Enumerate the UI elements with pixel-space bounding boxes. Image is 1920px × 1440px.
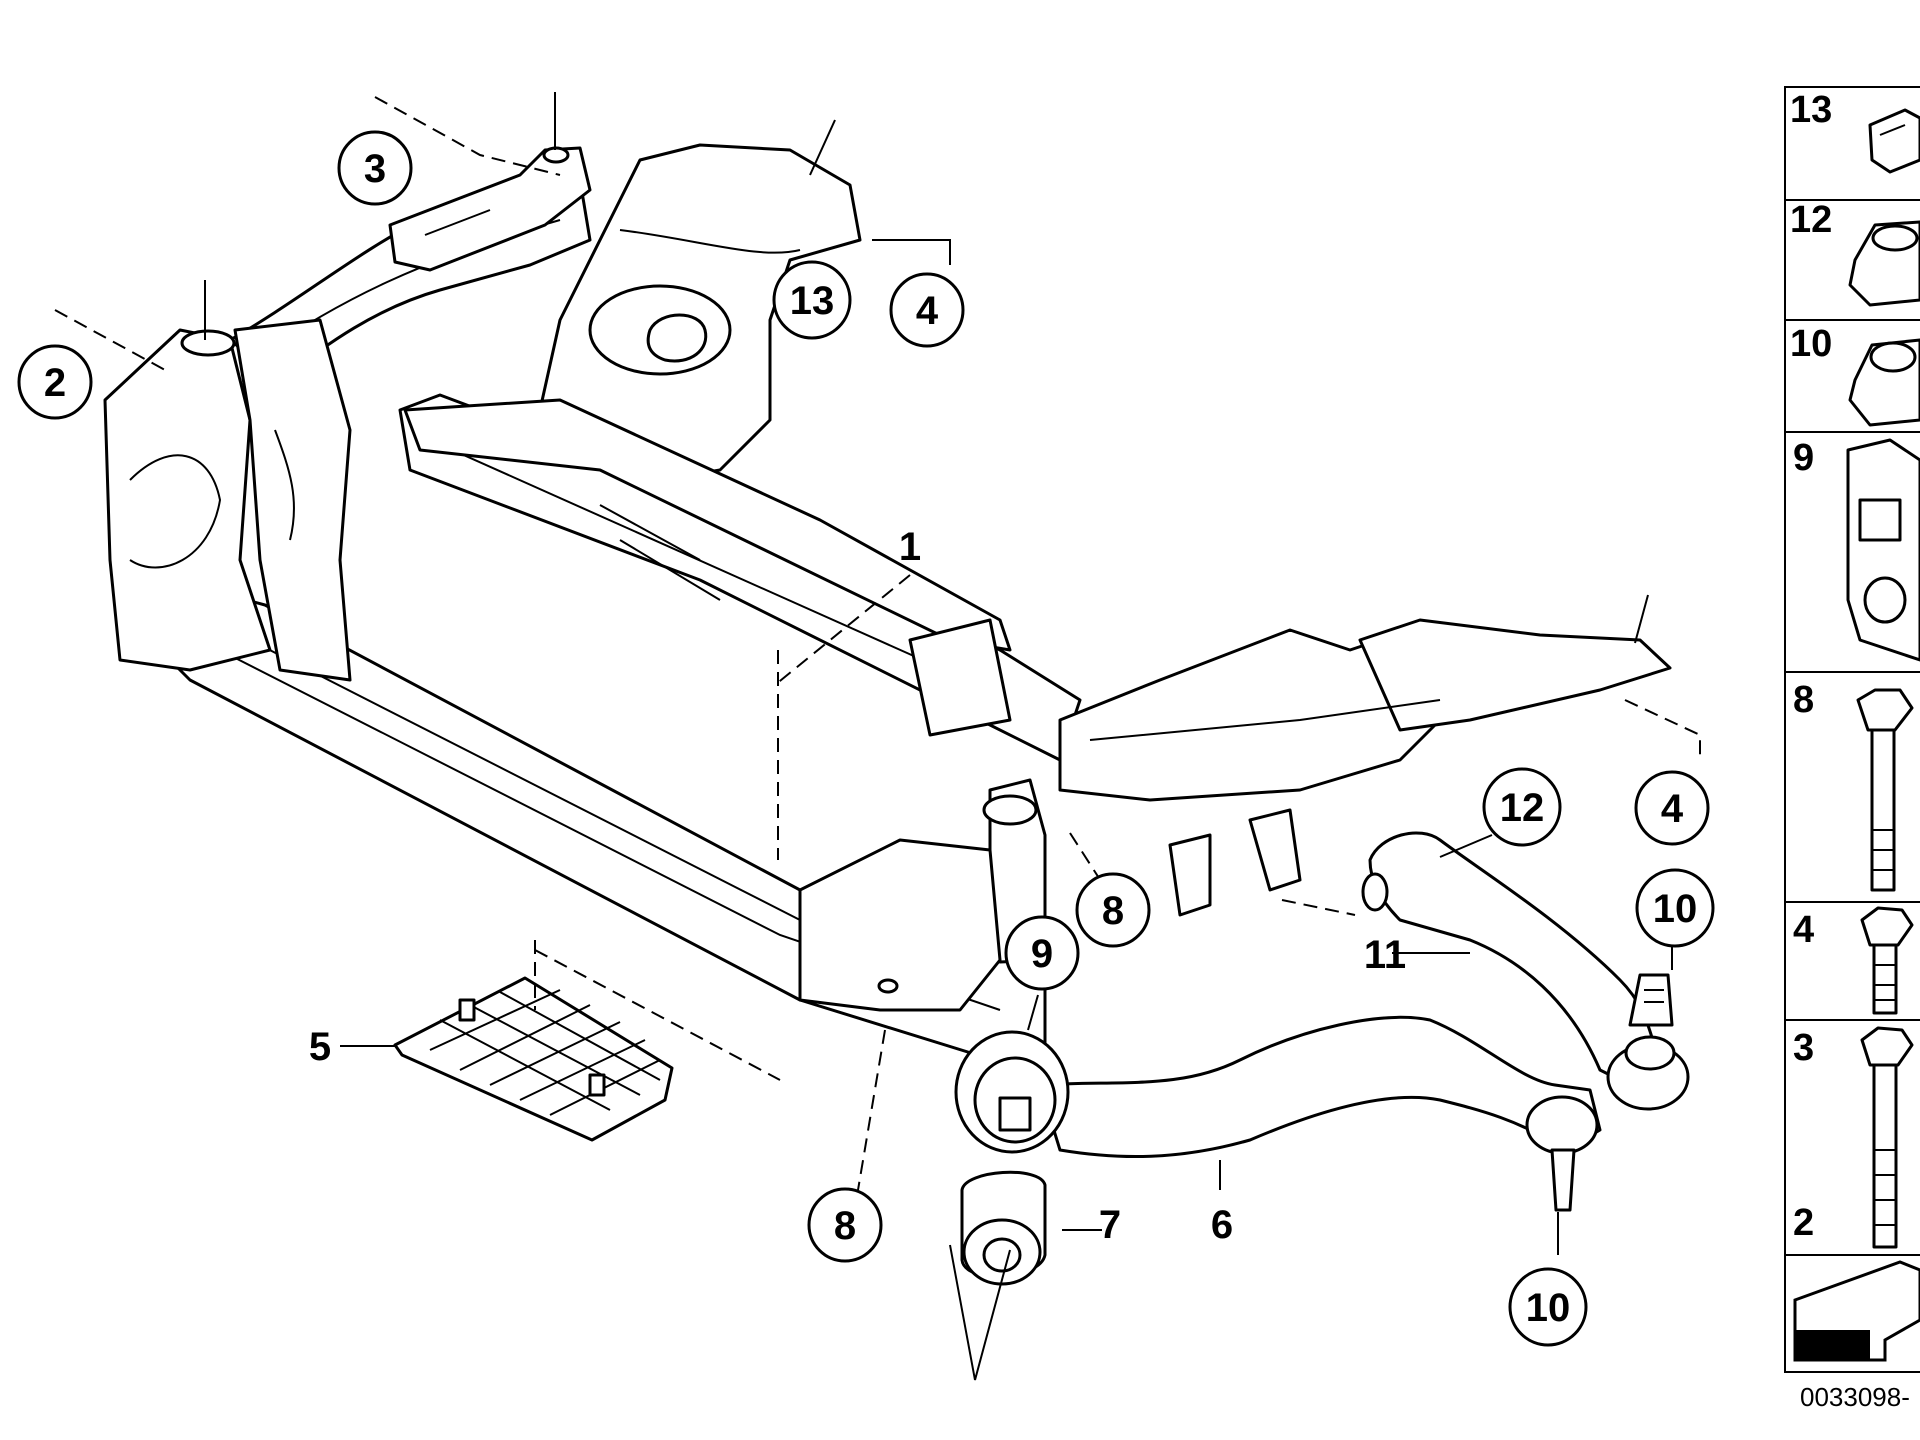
- callout-1: 1: [899, 525, 921, 569]
- callout-13: 13: [772, 260, 852, 340]
- svg-text:4: 4: [1661, 787, 1684, 831]
- shield-plate-part: [393, 976, 674, 1142]
- bolt-3-icon: [1860, 1026, 1914, 1249]
- direction-arrow-icon: [1793, 1260, 1920, 1362]
- bolt-8-icon: [1856, 688, 1914, 892]
- clip-nut-icon: [1868, 108, 1920, 174]
- reference-number: 0033098-: [1800, 1382, 1910, 1412]
- svg-text:8: 8: [1793, 679, 1814, 721]
- bushing-7-part: [960, 1170, 1047, 1286]
- control-arm-11-part: [1361, 831, 1690, 1111]
- svg-text:7: 7: [1099, 1203, 1121, 1247]
- bracket-clip-icon: [1846, 438, 1920, 662]
- callout-8-bottom: 8: [807, 1187, 883, 1263]
- callout-10-bottom: 10: [1508, 1267, 1588, 1347]
- callout-9: 9: [1004, 915, 1080, 991]
- svg-text:3: 3: [1793, 1027, 1814, 1069]
- svg-text:4: 4: [916, 289, 939, 333]
- svg-text:2: 2: [1793, 1202, 1814, 1244]
- svg-text:13: 13: [1790, 89, 1832, 131]
- callout-4-top: 4: [889, 272, 965, 348]
- svg-text:5: 5: [309, 1025, 331, 1069]
- subframe-part: [103, 143, 1672, 1064]
- bolt-4-icon: [1860, 906, 1914, 1015]
- callout-3: 3: [337, 130, 413, 206]
- svg-text:6: 6: [1211, 1203, 1233, 1247]
- callout-6: 6: [1211, 1203, 1233, 1247]
- callout-2: 2: [17, 344, 93, 420]
- callout-8-middle: 8: [1075, 872, 1151, 948]
- svg-text:3: 3: [364, 147, 386, 191]
- svg-text:9: 9: [1031, 932, 1053, 976]
- svg-text:10: 10: [1526, 1286, 1571, 1330]
- svg-text:9: 9: [1793, 437, 1814, 479]
- svg-text:10: 10: [1790, 323, 1832, 365]
- side-panel: 13 12 10 9 8 4 3 2: [1784, 86, 1920, 1373]
- callout-5: 5: [309, 1025, 331, 1069]
- svg-text:10: 10: [1653, 887, 1698, 931]
- svg-text:8: 8: [834, 1204, 856, 1248]
- svg-text:4: 4: [1793, 909, 1814, 951]
- svg-text:13: 13: [790, 279, 835, 323]
- svg-text:12: 12: [1500, 786, 1545, 830]
- svg-text:8: 8: [1102, 889, 1124, 933]
- svg-text:11: 11: [1364, 933, 1406, 977]
- lock-nut-icon: [1848, 338, 1920, 427]
- svg-text:1: 1: [899, 525, 921, 569]
- svg-text:2: 2: [44, 361, 66, 405]
- callout-4-right: 4: [1634, 770, 1710, 846]
- svg-text:12: 12: [1790, 199, 1832, 241]
- callout-12: 12: [1482, 767, 1562, 847]
- callout-7: 7: [1099, 1203, 1121, 1247]
- leader-lines: [54, 92, 1701, 1381]
- callout-11: 11: [1364, 933, 1406, 977]
- control-arm-6-part: [954, 1015, 1602, 1212]
- flange-nut-icon: [1848, 220, 1920, 307]
- callout-10-top: 10: [1635, 868, 1715, 948]
